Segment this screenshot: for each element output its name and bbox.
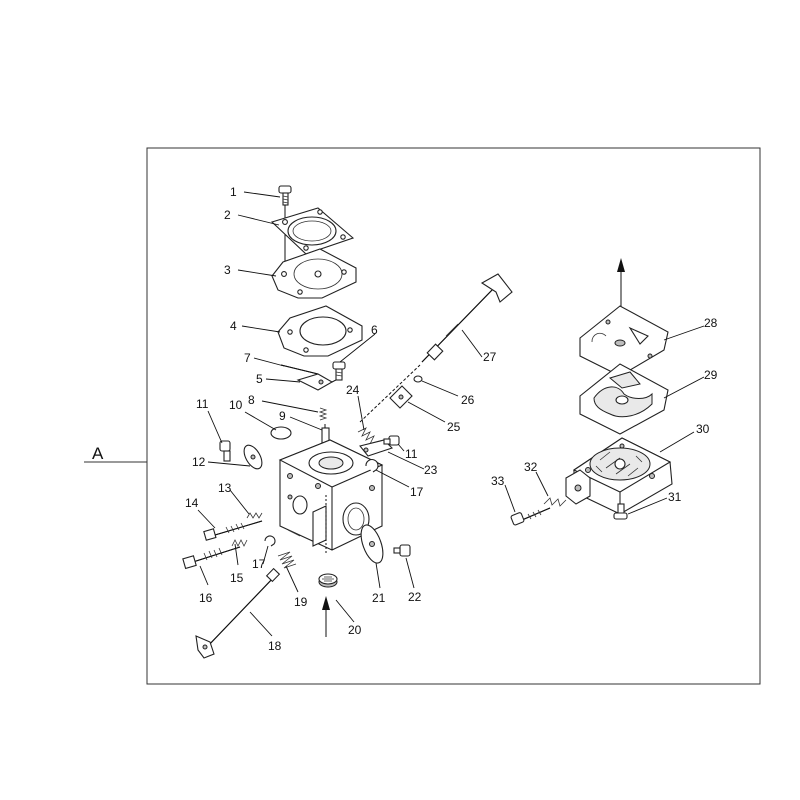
part-28-gasket — [579, 305, 669, 377]
callout-15: 15 — [230, 571, 244, 585]
callout-23: 23 — [424, 463, 438, 477]
callout-18: 18 — [268, 639, 282, 653]
part-5-lever — [296, 373, 341, 391]
callout-22: 22 — [408, 590, 422, 604]
callout-29: 29 — [704, 368, 718, 382]
part-15-spring — [231, 539, 248, 547]
part-6-screw — [332, 361, 346, 381]
callout-17-right: 17 — [410, 485, 424, 499]
part-27-choke-shaft — [359, 273, 513, 423]
section-label: A — [92, 444, 104, 463]
callout-3: 3 — [224, 263, 231, 277]
part-13-spring — [246, 512, 263, 519]
callout-5: 5 — [256, 372, 263, 386]
part-32-spring — [543, 497, 567, 507]
part-17-clip-right — [365, 459, 379, 473]
part-11-screw-left — [219, 440, 231, 462]
callout-20: 20 — [348, 623, 362, 637]
callout-14: 14 — [185, 496, 199, 510]
callout-13: 13 — [218, 481, 232, 495]
callout-21: 21 — [372, 591, 386, 605]
part-carburetor-body — [278, 439, 384, 551]
flow-arrow-bottom — [322, 495, 330, 637]
part-26-ring — [413, 375, 423, 383]
callout-30: 30 — [696, 422, 710, 436]
callout-10: 10 — [229, 398, 243, 412]
part-20-filter — [318, 573, 338, 588]
part-31-screw — [613, 503, 628, 520]
part-18-throttle-shaft — [195, 567, 281, 659]
part-4-gasket — [277, 305, 363, 357]
callout-25: 25 — [447, 420, 461, 434]
callout-31: 31 — [668, 490, 682, 504]
part-16-adjust-screw — [182, 546, 241, 570]
part-11-screw-right — [383, 435, 400, 446]
callout-12: 12 — [192, 455, 206, 469]
part-14-adjust-screw — [203, 520, 263, 541]
part-22-screw — [393, 544, 411, 557]
part-12-washer — [243, 444, 263, 470]
part-30-pump-body — [565, 437, 673, 515]
diagram-frame — [146, 147, 761, 685]
part-17-clip-left — [264, 535, 276, 547]
callout-28: 28 — [704, 316, 718, 330]
callout-32: 32 — [524, 460, 538, 474]
part-19-spring — [277, 551, 297, 569]
callout-26: 26 — [461, 393, 475, 407]
callout-17-left: 17 — [252, 557, 266, 571]
part-8-spring — [318, 407, 328, 421]
callout-11-right: 11 — [405, 447, 418, 461]
callout-4: 4 — [230, 319, 237, 333]
callout-19: 19 — [294, 595, 308, 609]
callout-6: 6 — [371, 323, 378, 337]
part-2-cover — [270, 207, 355, 255]
part-24-spring — [357, 427, 375, 445]
callout-33: 33 — [491, 474, 505, 488]
callout-1: 1 — [230, 185, 237, 199]
part-3-diaphragm — [271, 248, 357, 299]
callout-24: 24 — [346, 383, 360, 397]
part-29-diaphragm — [579, 363, 669, 435]
part-21-disc — [360, 524, 384, 564]
callout-11-left: 11 — [196, 397, 209, 411]
leader-lines — [197, 191, 705, 637]
callout-7: 7 — [244, 351, 251, 365]
callout-27: 27 — [483, 350, 497, 364]
callout-9: 9 — [279, 409, 286, 423]
part-25-gasket — [389, 385, 413, 409]
callout-numbers: 1 2 3 4 5 6 7 8 9 10 11 11 12 13 14 15 1… — [185, 185, 718, 653]
callout-16: 16 — [199, 591, 213, 605]
callout-2: 2 — [224, 208, 231, 222]
part-33-screw — [510, 507, 551, 526]
part-7-pin — [280, 364, 319, 375]
callout-8: 8 — [248, 393, 255, 407]
part-1-screw — [278, 185, 292, 275]
